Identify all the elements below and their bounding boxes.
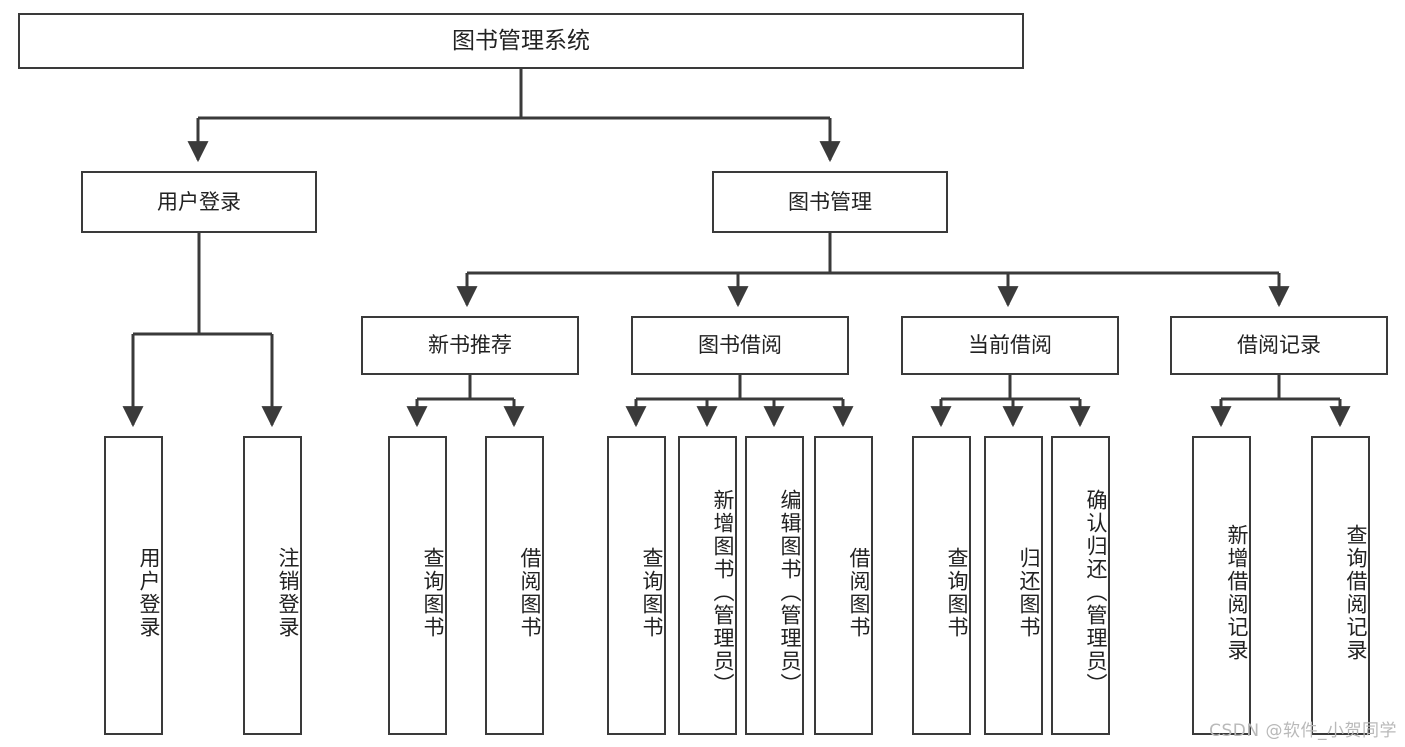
node-leaf-query-book-1[interactable]: 查询图书 bbox=[388, 436, 447, 735]
node-leaf-add-book-admin-label: 新增图书（管理员） bbox=[711, 489, 735, 696]
node-leaf-query-book-3[interactable]: 查询图书 bbox=[912, 436, 971, 735]
node-leaf-query-book-3-label: 查询图书 bbox=[945, 546, 969, 639]
node-leaf-borrow-book-1-label: 借阅图书 bbox=[518, 546, 542, 639]
node-leaf-add-borrow-record-label: 新增借阅记录 bbox=[1225, 523, 1249, 662]
node-user-login-label: 用户登录 bbox=[157, 189, 241, 214]
node-leaf-logout-label: 注销登录 bbox=[276, 546, 300, 639]
node-leaf-add-book-admin[interactable]: 新增图书（管理员） bbox=[678, 436, 737, 735]
node-current-borrow[interactable]: 当前借阅 bbox=[901, 316, 1119, 375]
node-leaf-query-book-1-label: 查询图书 bbox=[421, 546, 445, 639]
node-leaf-borrow-book-2[interactable]: 借阅图书 bbox=[814, 436, 873, 735]
node-borrow-record[interactable]: 借阅记录 bbox=[1170, 316, 1388, 375]
node-leaf-confirm-return-admin[interactable]: 确认归还（管理员） bbox=[1051, 436, 1110, 735]
node-current-borrow-label: 当前借阅 bbox=[968, 333, 1052, 358]
node-leaf-confirm-return-admin-label: 确认归还（管理员） bbox=[1084, 489, 1108, 696]
node-leaf-return-book[interactable]: 归还图书 bbox=[984, 436, 1043, 735]
node-book-borrow-label: 图书借阅 bbox=[698, 333, 782, 358]
node-leaf-borrow-book-2-label: 借阅图书 bbox=[847, 546, 871, 639]
node-leaf-query-borrow-record-label: 查询借阅记录 bbox=[1344, 523, 1368, 662]
node-borrow-record-label: 借阅记录 bbox=[1237, 333, 1321, 358]
node-leaf-user-login-label: 用户登录 bbox=[137, 546, 161, 639]
node-leaf-user-login[interactable]: 用户登录 bbox=[104, 436, 163, 735]
node-book-borrow[interactable]: 图书借阅 bbox=[631, 316, 849, 375]
node-leaf-query-book-2-label: 查询图书 bbox=[640, 546, 664, 639]
node-leaf-borrow-book-1[interactable]: 借阅图书 bbox=[485, 436, 544, 735]
node-root[interactable]: 图书管理系统 bbox=[18, 13, 1024, 69]
node-new-book-recommend-label: 新书推荐 bbox=[428, 333, 512, 358]
node-book-management[interactable]: 图书管理 bbox=[712, 171, 948, 233]
node-new-book-recommend[interactable]: 新书推荐 bbox=[361, 316, 579, 375]
node-leaf-logout[interactable]: 注销登录 bbox=[243, 436, 302, 735]
node-root-label: 图书管理系统 bbox=[452, 27, 590, 54]
node-user-login[interactable]: 用户登录 bbox=[81, 171, 317, 233]
node-book-management-label: 图书管理 bbox=[788, 189, 872, 214]
node-leaf-query-book-2[interactable]: 查询图书 bbox=[607, 436, 666, 735]
node-leaf-add-borrow-record[interactable]: 新增借阅记录 bbox=[1192, 436, 1251, 735]
node-leaf-edit-book-admin[interactable]: 编辑图书（管理员） bbox=[745, 436, 804, 735]
node-leaf-return-book-label: 归还图书 bbox=[1017, 546, 1041, 639]
node-leaf-query-borrow-record[interactable]: 查询借阅记录 bbox=[1311, 436, 1370, 735]
node-leaf-edit-book-admin-label: 编辑图书（管理员） bbox=[778, 489, 802, 696]
